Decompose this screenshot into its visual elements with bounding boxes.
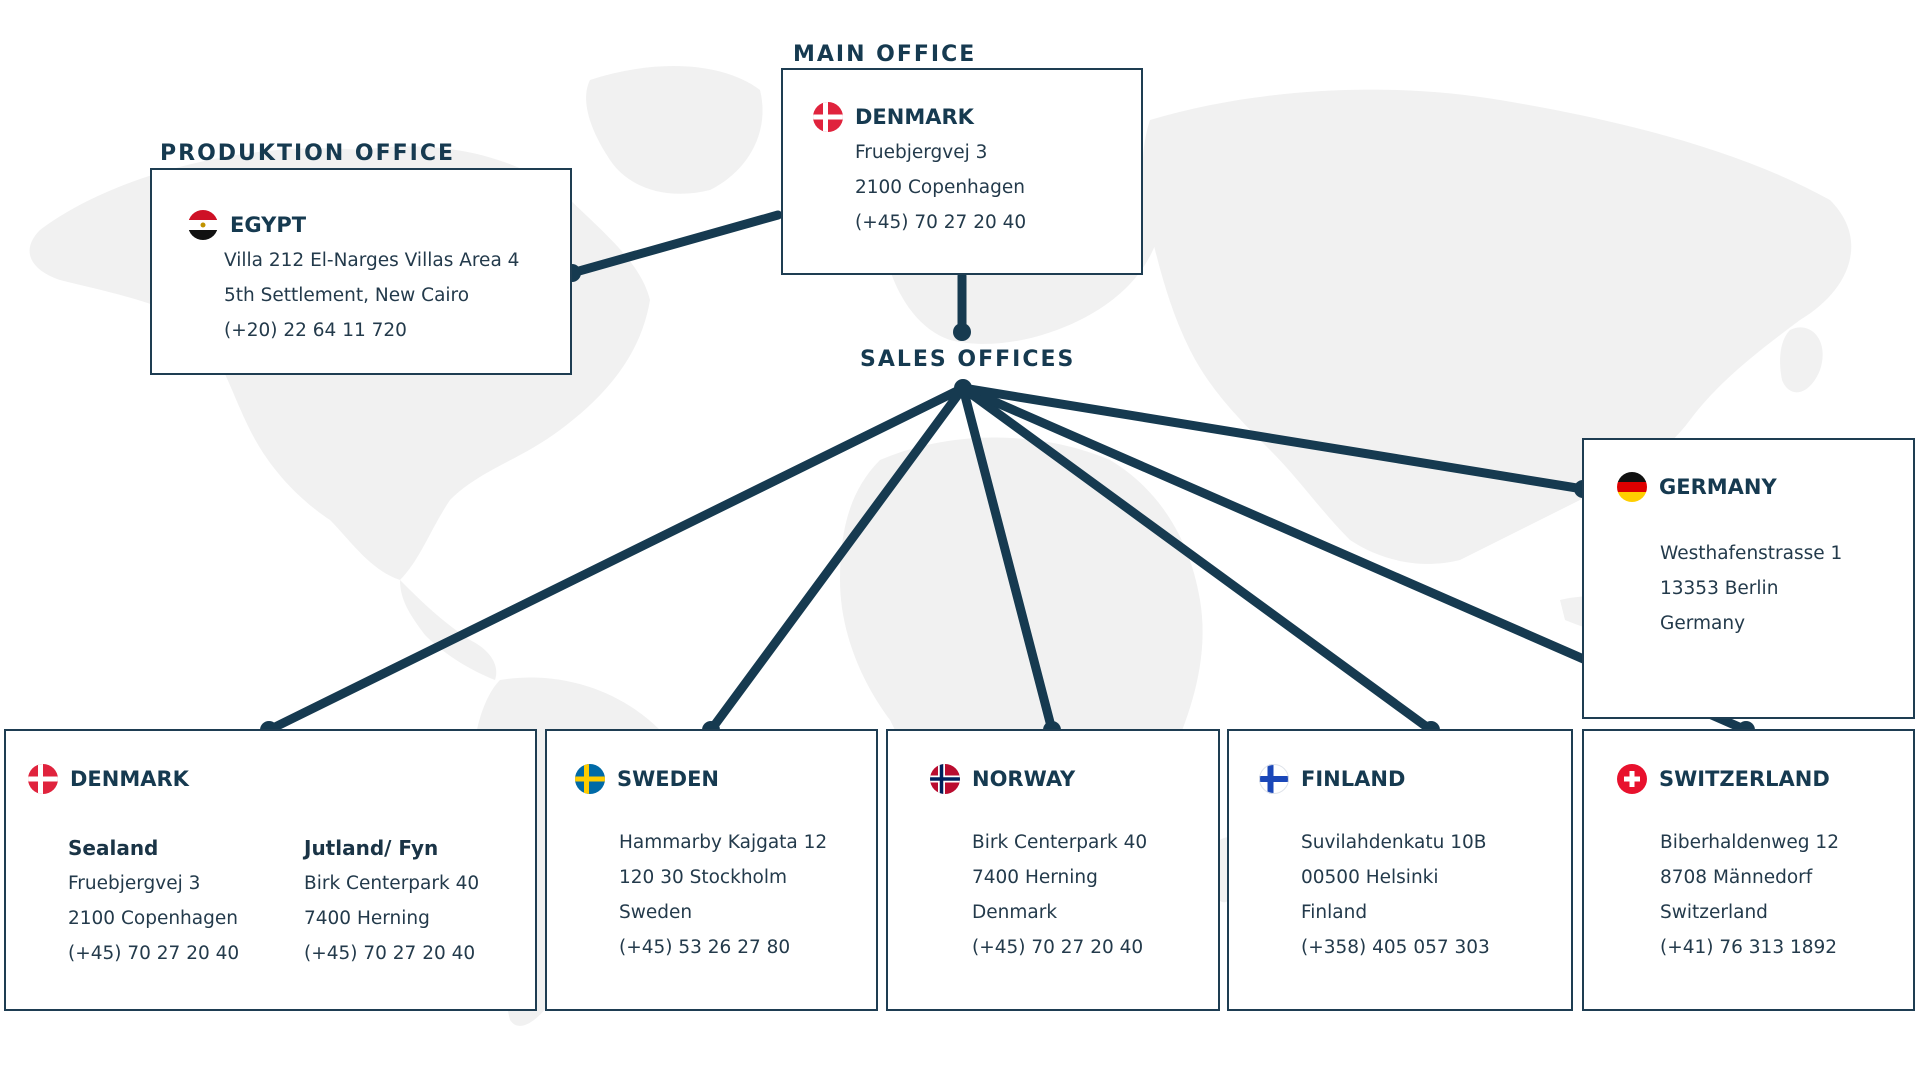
country-name: SWEDEN [617, 767, 719, 791]
denmark-flag-icon [813, 102, 843, 132]
country-name: DENMARK [855, 105, 974, 129]
line-egypt-to-main [567, 210, 783, 278]
main-office-address: Fruebjergvej 3 2100 Copenhagen (+45) 70 … [855, 142, 1027, 233]
line-sales-to-denmark [264, 383, 968, 735]
country-name: DENMARK [70, 767, 189, 791]
line-sales-to-germany [958, 383, 1588, 494]
norway-card: NORWAY Birk Centerpark 40 7400 Herning D… [886, 729, 1220, 1011]
sweden-address: Hammarby Kajgata 12 120 30 Stockholm Swe… [619, 832, 828, 958]
norway-address: Birk Centerpark 40 7400 Herning Denmark … [972, 832, 1148, 958]
finland-card: FINLAND Suvilahdenkatu 10B 00500 Helsink… [1227, 729, 1573, 1011]
region-name: Jutland/ Fyn [304, 836, 439, 860]
finland-flag-icon [1259, 764, 1289, 794]
main-office-card: DENMARK Fruebjergvej 3 2100 Copenhagen (… [781, 68, 1143, 275]
country-name: FINLAND [1301, 767, 1406, 791]
node-sales-hub [954, 379, 972, 397]
country-name: SWITZERLAND [1659, 767, 1830, 791]
germany-address: Westhafenstrasse 1 13353 Berlin Germany [1660, 543, 1843, 634]
main-office-title: MAIN OFFICE [793, 42, 977, 67]
switzerland-address: Biberhaldenweg 12 8708 Männedorf Switzer… [1660, 832, 1839, 958]
production-office-card: EGYPT Villa 212 El-Narges Villas Area 4 … [150, 168, 572, 375]
finland-address: Suvilahdenkatu 10B 00500 Helsinki Finlan… [1301, 832, 1490, 958]
egypt-flag-icon [188, 210, 218, 240]
switzerland-flag-icon [1617, 764, 1647, 794]
country-name: GERMANY [1659, 475, 1777, 499]
country-name: EGYPT [230, 213, 307, 237]
region-name: Sealand [68, 836, 159, 860]
sweden-card: SWEDEN Hammarby Kajgata 12 120 30 Stockh… [545, 729, 878, 1011]
production-office-title: PRODUKTION OFFICE [160, 141, 456, 166]
country-name: NORWAY [972, 767, 1076, 791]
production-office-address: Villa 212 El-Narges Villas Area 4 5th Se… [224, 250, 520, 341]
line-sales-to-sweden [706, 383, 968, 735]
sweden-flag-icon [575, 764, 605, 794]
germany-flag-icon [1617, 472, 1647, 502]
sales-offices-title: SALES OFFICES [860, 347, 1076, 372]
denmark-sealand-address: Sealand Fruebjergvej 3 2100 Copenhagen (… [68, 831, 239, 971]
line-sales-to-norway [958, 383, 1057, 735]
line-sales-to-finland [958, 383, 1436, 735]
denmark-flag-icon [28, 764, 58, 794]
germany-card: GERMANY Westhafenstrasse 1 13353 Berlin … [1582, 438, 1915, 719]
switzerland-card: SWITZERLAND Biberhaldenweg 12 8708 Männe… [1582, 729, 1915, 1011]
denmark-jutland-address: Jutland/ Fyn Birk Centerpark 40 7400 Her… [304, 831, 479, 971]
node-sales-top [953, 323, 971, 341]
denmark-sales-card: DENMARK Sealand Fruebjergvej 3 2100 Cope… [4, 729, 537, 1011]
norway-flag-icon [930, 764, 960, 794]
